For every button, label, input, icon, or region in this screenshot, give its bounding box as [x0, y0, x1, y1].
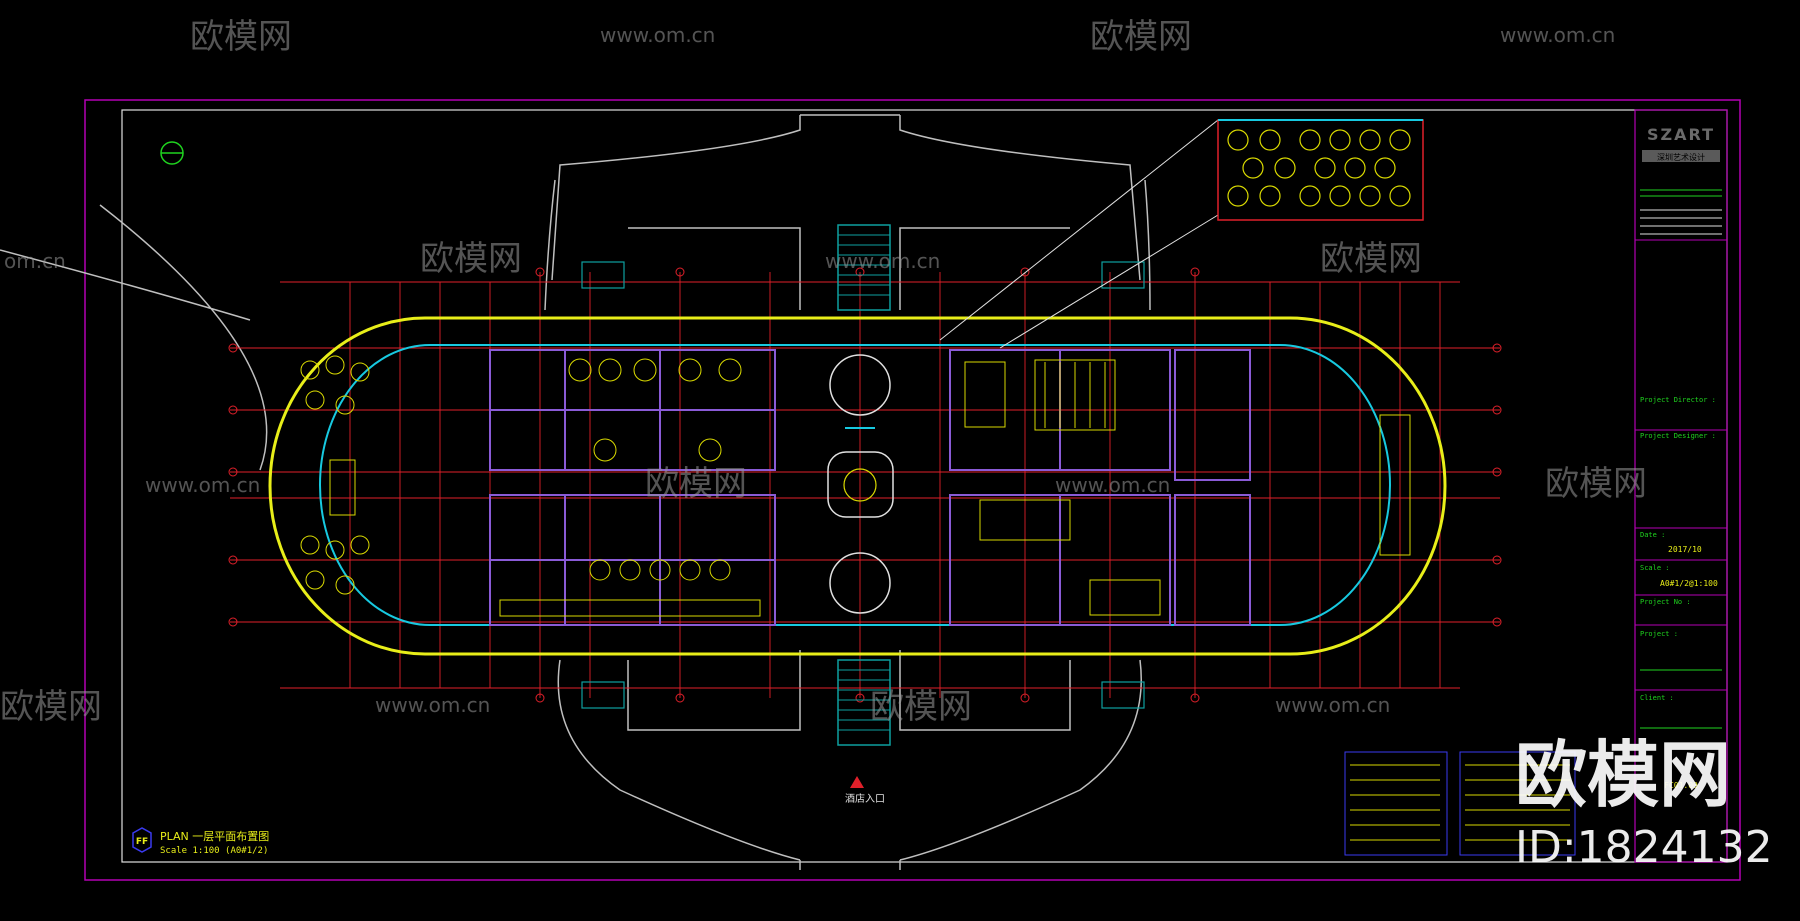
watermark-site-name: 欧模网	[1090, 17, 1192, 57]
legend-tables	[1344, 751, 1576, 856]
project-designer-label: Project Designer :	[1640, 432, 1716, 440]
axis-grid	[230, 272, 1500, 698]
north-arrow-icon	[160, 141, 184, 165]
scale-value: A0#1/2@1:100	[1660, 579, 1718, 588]
entrance-marker: 酒店入口	[845, 776, 885, 805]
watermark-site-url: www.om.cn	[825, 249, 940, 273]
corner-id-label: ID:1824132	[1515, 822, 1773, 873]
corner-watermark: 欧模网 ID:1824132	[1515, 733, 1773, 873]
plan-scale: Scale 1:100 (A0#1/2)	[160, 846, 268, 856]
company-logo: SZART	[1647, 125, 1715, 144]
watermark-site-name: 欧模网	[870, 687, 972, 727]
plan-title-block: FF PLAN 一层平面布置图 Scale 1:100 (A0#1/2)	[132, 827, 269, 856]
central-lobby	[827, 354, 894, 614]
axis-bubbles	[228, 267, 1502, 703]
client-label: Client :	[1640, 694, 1674, 702]
watermark-layer: 欧模网 www.om.cn 欧模网 www.om.cn om.cn 欧模网 ww…	[0, 17, 1647, 727]
plan-title: PLAN 一层平面布置图	[160, 830, 269, 843]
watermark-site-url: www.om.cn	[1055, 473, 1170, 497]
project-director-label: Project Director :	[1640, 396, 1716, 404]
curtain-wall	[319, 344, 1391, 626]
sheet-number: FC01.00	[1664, 781, 1698, 790]
stair-blocks	[581, 224, 1145, 746]
watermark-site-name: 欧模网	[0, 687, 102, 727]
corner-site-name: 欧模网	[1515, 733, 1731, 817]
watermark-site-url: www.om.cn	[375, 693, 490, 717]
furniture	[300, 355, 1411, 617]
project-label: Project :	[1640, 630, 1678, 638]
scale-label: Scale :	[1640, 564, 1670, 572]
watermark-site-url: www.om.cn	[600, 23, 715, 47]
date-value: 2017/10	[1668, 545, 1702, 554]
partition-walls	[489, 349, 1251, 626]
watermark-site-url: om.cn	[4, 249, 66, 273]
watermark-site-name: 欧模网	[420, 239, 522, 279]
inner-sheet-frame	[121, 109, 1728, 863]
date-label: Date :	[1640, 531, 1665, 539]
watermark-site-name: 欧模网	[1545, 464, 1647, 504]
outer-sheet-frame	[84, 99, 1741, 881]
watermark-site-url: www.om.cn	[1275, 693, 1390, 717]
watermark-site-url: www.om.cn	[1500, 23, 1615, 47]
plan-badge: FF	[136, 837, 148, 847]
project-no-label: Project No :	[1640, 598, 1691, 606]
watermark-site-name: 欧模网	[1320, 239, 1422, 279]
watermark-site-name: 欧模网	[190, 17, 292, 57]
building-outline	[268, 316, 1447, 656]
watermark-site-url: www.om.cn	[145, 473, 260, 497]
detail-callout	[939, 119, 1424, 349]
watermark-site-name: 欧模网	[645, 464, 747, 504]
company-name: 深圳艺术设计	[1657, 152, 1705, 162]
title-block: SZART 深圳艺术设计 Project Director : Project …	[1634, 109, 1728, 863]
entrance-label: 酒店入口	[845, 792, 885, 805]
